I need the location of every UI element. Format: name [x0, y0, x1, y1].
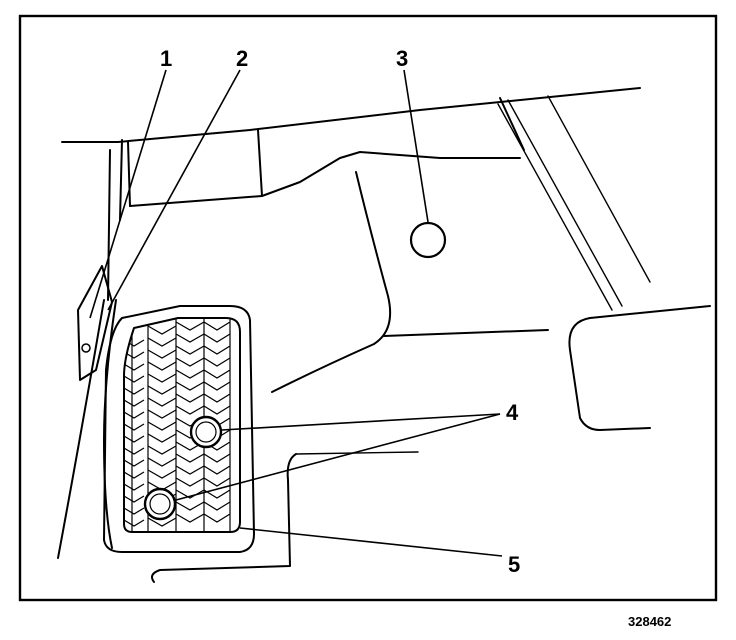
- floor-mat: [103, 305, 255, 553]
- callout-3: 3: [396, 46, 408, 71]
- figure-number: 328462: [628, 614, 671, 629]
- mat-retainers: [143, 415, 223, 521]
- callout-5: 5: [508, 552, 520, 577]
- leader-lines: [89, 69, 503, 557]
- figure-frame: [18, 14, 718, 602]
- callout-1: 1: [160, 46, 172, 71]
- callout-4: 4: [506, 400, 519, 425]
- floor-tunnel-outline: [151, 171, 549, 583]
- mat-hatch-pattern: [124, 318, 231, 532]
- floor-plug: [409, 221, 447, 259]
- seat-edge: [568, 305, 711, 431]
- dash-outline: [61, 87, 651, 311]
- callout-2: 2: [236, 46, 248, 71]
